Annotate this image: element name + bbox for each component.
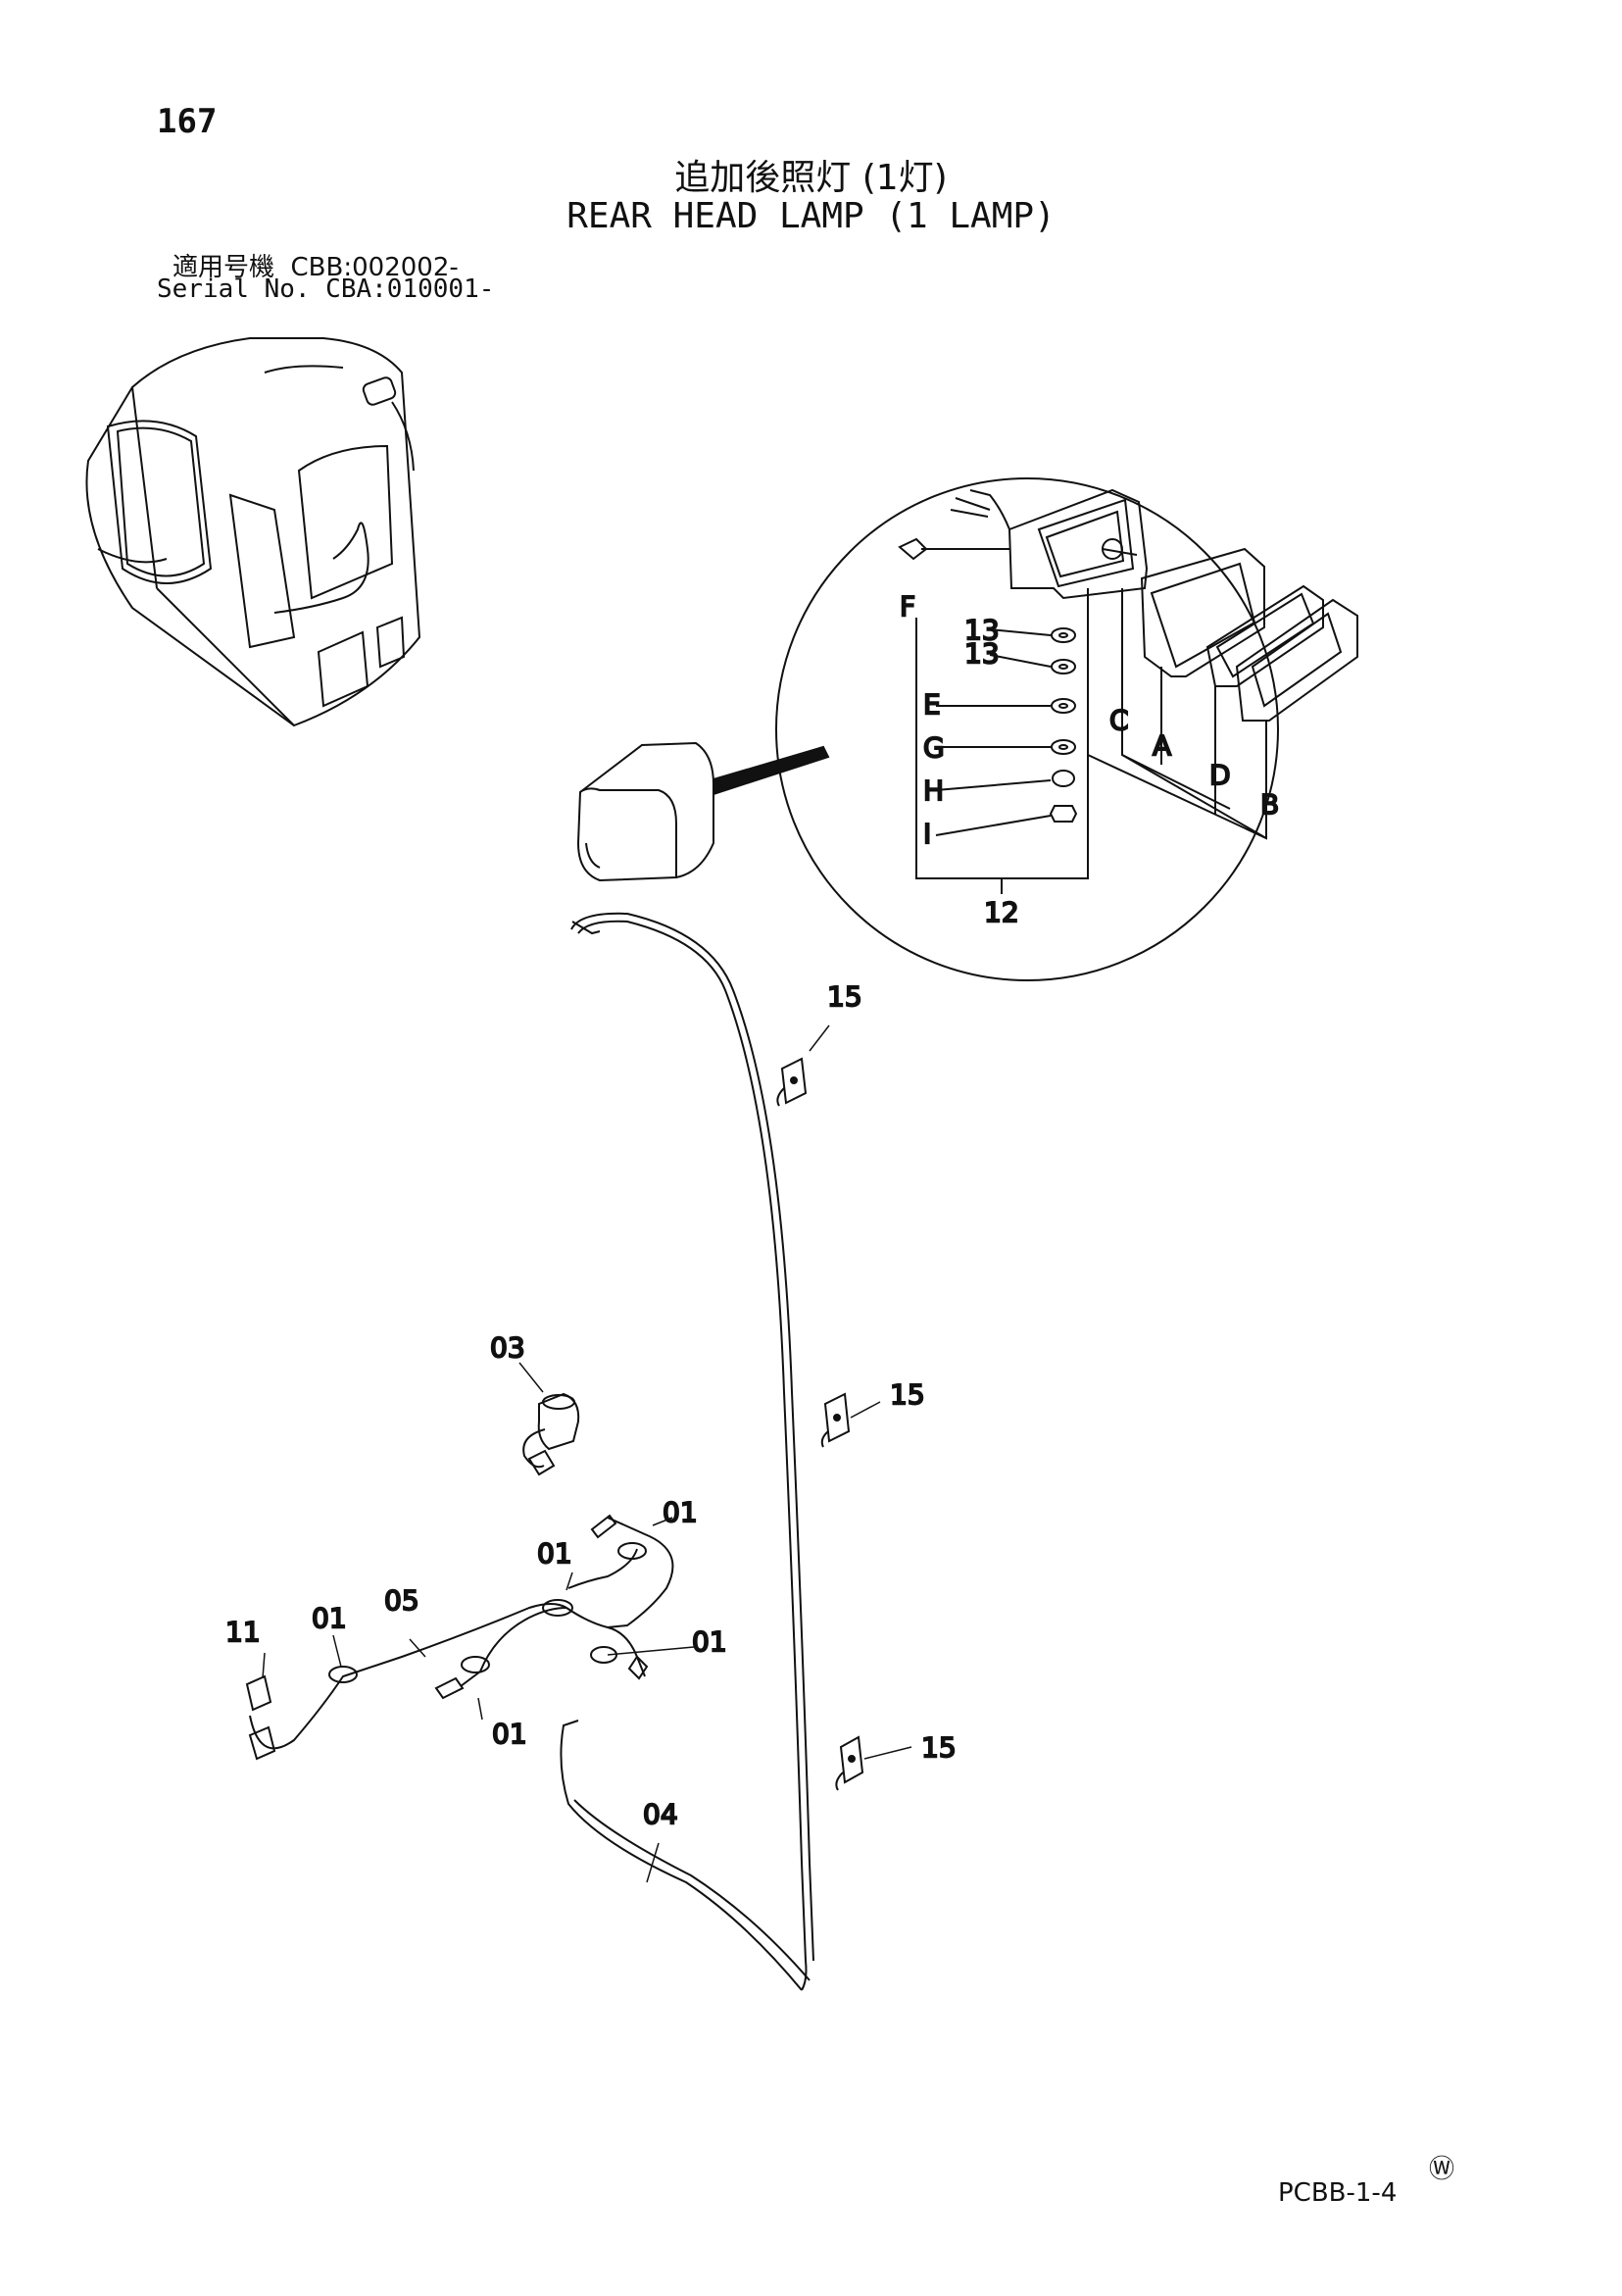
switch-03 <box>522 1392 580 1476</box>
clip-15 <box>776 1057 864 1791</box>
callout-11: 11 <box>225 1616 261 1648</box>
callout-F: F <box>900 590 915 623</box>
callout-G: G <box>923 731 945 764</box>
harness-05 <box>245 1514 674 1761</box>
document-code: PCBB-1-4 <box>1278 2178 1398 2208</box>
callout-E: E <box>923 688 941 721</box>
callout-13a: 13 <box>964 614 1000 646</box>
callout-03: 03 <box>490 1331 525 1364</box>
callout-15a: 15 <box>827 980 862 1013</box>
callout-01a: 01 <box>663 1496 698 1528</box>
callout-D: D <box>1209 759 1231 791</box>
harness-04 <box>560 912 814 1991</box>
callout-15c: 15 <box>921 1731 957 1764</box>
title-english: REAR HEAD LAMP (1 LAMP) <box>566 196 1056 236</box>
leader-lines <box>262 1024 912 1883</box>
w-mark-symbol: Ⓦ <box>1429 2155 1455 2184</box>
callout-13b: 13 <box>964 637 1000 670</box>
page-number: 167 <box>157 102 218 141</box>
callout-B: B <box>1260 788 1279 821</box>
callout-A: A <box>1153 729 1171 762</box>
callout-C: C <box>1109 704 1129 736</box>
callout-01c: 01 <box>312 1602 347 1634</box>
lamp-assembly <box>576 741 830 882</box>
callout-05: 05 <box>384 1584 419 1617</box>
callout-15b: 15 <box>890 1378 925 1411</box>
callout-01d: 01 <box>692 1625 727 1658</box>
title-japanese: 追加後照灯 (1灯) <box>674 158 948 198</box>
callout-01e: 01 <box>492 1718 527 1750</box>
serial-applicability-english: Serial No. CBA:010001- <box>157 275 495 304</box>
callout-I: I <box>923 818 931 850</box>
serial-applicability-japanese: 適用号機 CBB:002002- <box>172 253 459 282</box>
lamp-detail-circle <box>775 477 1358 981</box>
callout-12: 12 <box>984 896 1019 928</box>
callout-H: H <box>923 774 944 807</box>
callout-01b: 01 <box>537 1537 572 1570</box>
callout-04: 04 <box>643 1798 678 1830</box>
cab-overview <box>85 337 421 727</box>
